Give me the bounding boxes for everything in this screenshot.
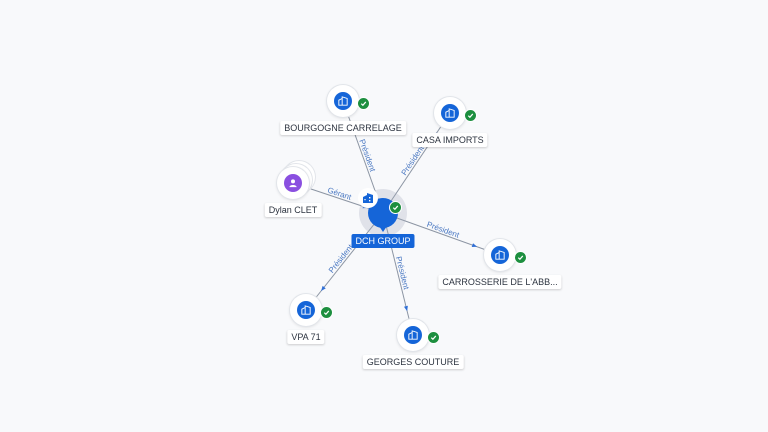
node-label[interactable]: CARROSSERIE DE L'ABB... [438, 275, 562, 289]
center-node-label[interactable]: DCH GROUP [351, 234, 415, 248]
node-label[interactable]: VPA 71 [287, 330, 325, 344]
verified-check-icon [427, 331, 440, 344]
edge-vpa [305, 212, 384, 311]
node-circle [397, 319, 429, 351]
verified-check-icon [389, 201, 402, 214]
building-icon [404, 326, 422, 344]
verified-check-icon [464, 109, 477, 122]
center-building-icon [358, 188, 378, 208]
building-icon [334, 92, 352, 110]
verified-check-icon [320, 306, 333, 319]
verified-check-icon [357, 97, 370, 110]
edge-label-bourgogne: Président [357, 138, 377, 174]
edge-label-casa: Président [400, 143, 427, 177]
node-label[interactable]: Dylan CLET [264, 203, 322, 217]
edge-label-georges: Président [394, 255, 411, 291]
building-icon [441, 104, 459, 122]
edge-arrow-icon [403, 305, 408, 312]
node-circle [484, 239, 516, 271]
node-label[interactable]: CASA IMPORTS [412, 133, 488, 147]
edge-casa [382, 112, 451, 214]
person-icon [284, 174, 302, 192]
node-label[interactable]: GEORGES COUTURE [362, 355, 464, 369]
building-icon [491, 246, 509, 264]
center-pin [358, 188, 398, 228]
building-icon [297, 301, 315, 319]
node-circle [434, 97, 466, 129]
edge-arrow-icon [471, 243, 478, 247]
node-circle [290, 294, 322, 326]
edge-georges [382, 212, 414, 336]
verified-check-icon [514, 251, 527, 264]
edge-label-dylan: Gérant [326, 186, 353, 203]
node-label[interactable]: BOURGOGNE CARRELAGE [280, 121, 406, 135]
node-circle [327, 85, 359, 117]
edge-label-carrosserie: Président [426, 220, 462, 240]
edge-arrow-icon [321, 285, 326, 292]
node-circle [277, 167, 309, 199]
edge-carrosserie [382, 212, 501, 256]
